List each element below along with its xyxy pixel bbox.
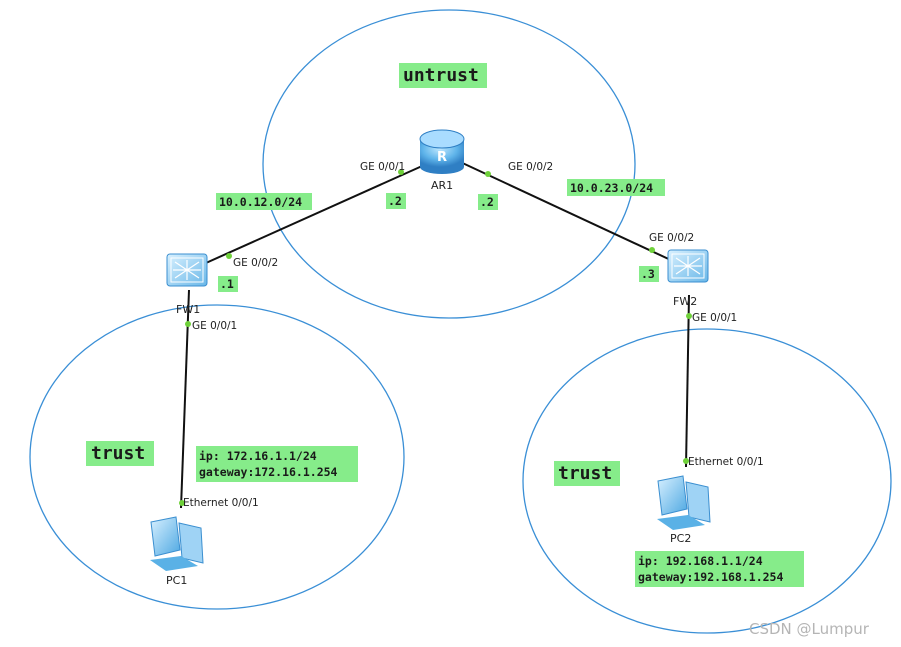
link-fw2-pc2 [685,294,690,468]
device-label-fw1: FW1 [176,303,200,316]
device-label-pc2: PC2 [670,532,691,545]
port-label-fw1-down: GE 0/0/1 [192,320,237,332]
zone-label-untrust: untrust [403,65,479,86]
untrust-zone-circle [262,9,636,319]
pc-icon[interactable] [150,516,204,571]
pc1-ip-label: ip: 172.16.1.1/24 [199,449,317,463]
firewall-icon[interactable] [667,249,709,283]
octet-label-fw1: .1 [220,277,234,291]
port-label-pc2: Ethernet 0/0/1 [688,456,764,468]
port-dot-pc2 [683,458,689,464]
trust-zone-left-circle [29,304,405,610]
device-label-fw2: FW2 [673,295,697,308]
port-dot-ar1-left [398,169,404,175]
subnet-tag-bg [216,193,312,210]
pc2-config-bg [635,551,804,587]
octet-tag-bg [218,276,238,292]
device-label-pc1: PC1 [166,574,187,587]
zone-tag-bg [86,441,154,466]
port-dot-fw2-down [686,313,692,319]
port-dot-ar1-right [485,171,491,177]
router-icon[interactable]: R [419,129,465,174]
link-ar1-fw1 [196,157,441,268]
port-dot-fw1-up [226,253,232,259]
port-dot-pc1 [179,500,185,506]
zone-tag-bg [399,63,487,88]
pc1-config-bg [196,446,358,482]
pc1-gateway-label: gateway:172.16.1.254 [199,465,338,479]
zone-tag-bg [554,461,620,486]
octet-tag-bg [478,194,498,210]
firewall-icon[interactable] [166,253,208,287]
device-label-ar1: AR1 [431,179,453,192]
pc2-ip-label: ip: 192.168.1.1/24 [638,554,763,568]
octet-label-ar1-right: .2 [480,195,494,209]
port-label-pc1: Ethernet 0/0/1 [183,497,259,509]
port-label-ar1-right: GE 0/0/2 [508,161,553,173]
pc-icon[interactable] [657,475,711,530]
port-label-fw1-up: GE 0/0/2 [233,257,278,269]
port-label-fw2-up: GE 0/0/2 [649,232,694,244]
subnet-label-left: 10.0.12.0/24 [219,195,302,209]
subnet-tag-bg [567,179,665,196]
port-dot-fw2-up [649,247,655,253]
trust-zone-right-circle [522,328,892,634]
octet-label-fw2: .3 [641,267,655,281]
octet-tag-bg [639,266,659,282]
port-dot-fw1-down [185,321,191,327]
zone-label-trust-right: trust [558,463,612,484]
watermark: CSDN @Lumpur [749,620,870,638]
zone-label-trust-left: trust [91,443,145,464]
svg-text:R: R [437,150,447,165]
pc2-gateway-label: gateway:192.168.1.254 [638,570,783,584]
link-ar1-fw2 [455,159,676,263]
octet-label-ar1-left: .2 [388,194,402,208]
port-label-ar1-left: GE 0/0/1 [360,161,405,173]
port-label-fw2-down: GE 0/0/1 [692,312,737,324]
subnet-label-right: 10.0.23.0/24 [570,181,653,195]
octet-tag-bg [386,193,406,209]
